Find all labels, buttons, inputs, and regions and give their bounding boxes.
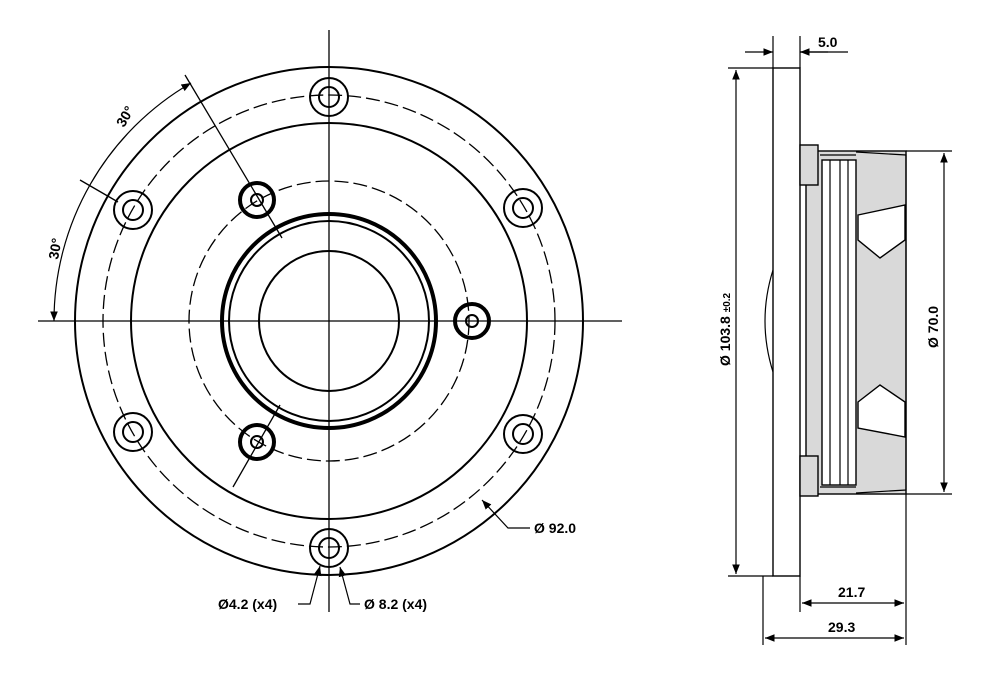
dome-ring-middle — [228, 220, 430, 422]
terminal-top — [799, 144, 819, 186]
body-inner-band — [821, 159, 857, 486]
angle-label-upper: 30° — [113, 103, 137, 129]
bolt-circle — [102, 94, 556, 548]
overall-diameter-label: Ø 103.8 ±0.2 — [717, 292, 733, 366]
body-diameter-label: Ø 70.0 — [925, 306, 941, 348]
mounting-hole-bottom-right — [503, 414, 543, 454]
dome-inner-circle — [258, 250, 400, 392]
mounting-hole-top-right — [503, 188, 543, 228]
mounting-hole-bottom-left — [113, 412, 153, 452]
depth-21-7-label: 21.7 — [838, 584, 865, 600]
angle-label-lower: 30° — [45, 237, 64, 261]
terminal-bottom — [799, 455, 819, 497]
magnet-fin-bottom — [857, 384, 906, 438]
diameter-92-leader — [481, 499, 530, 529]
side-view: 5.0 Ø 103.8 ±0.2 Ø 70.0 21.7 29.3 — [717, 34, 952, 645]
screw-right — [453, 302, 491, 340]
angle-dimension-arc — [50, 82, 192, 322]
hole-small-leader — [298, 565, 322, 605]
mounting-hole-top — [309, 77, 349, 117]
hole-large-label: Ø 8.2 (x4) — [364, 596, 427, 612]
inner-dashed-circle — [188, 180, 470, 462]
radial-line-240deg — [232, 404, 281, 488]
mounting-hole-top-left — [113, 190, 153, 230]
mounting-hole-bottom — [309, 528, 349, 568]
magnet-fin-top — [857, 204, 906, 259]
thickness-label: 5.0 — [818, 34, 838, 50]
dome-bulge — [764, 269, 774, 373]
hole-large-leader — [338, 566, 360, 605]
radial-line-60deg — [184, 74, 283, 239]
screw-bottom-left — [238, 423, 276, 461]
screw-top-left — [238, 181, 276, 219]
body-rear-profile — [855, 151, 907, 494]
hole-small-label: Ø4.2 (x4) — [218, 596, 277, 612]
flange-plate — [772, 67, 801, 577]
flange-outer-circle — [74, 66, 584, 576]
depth-29-3-label: 29.3 — [828, 619, 855, 635]
face-plate-circle — [130, 122, 528, 520]
diameter-92-label: Ø 92.0 — [534, 520, 576, 536]
front-view: 30° 30° Ø 92.0 Ø4.2 (x4) Ø 8.2 (x4) — [38, 30, 622, 612]
dome-ring-outer — [220, 212, 438, 430]
radial-line-30deg — [79, 179, 119, 203]
